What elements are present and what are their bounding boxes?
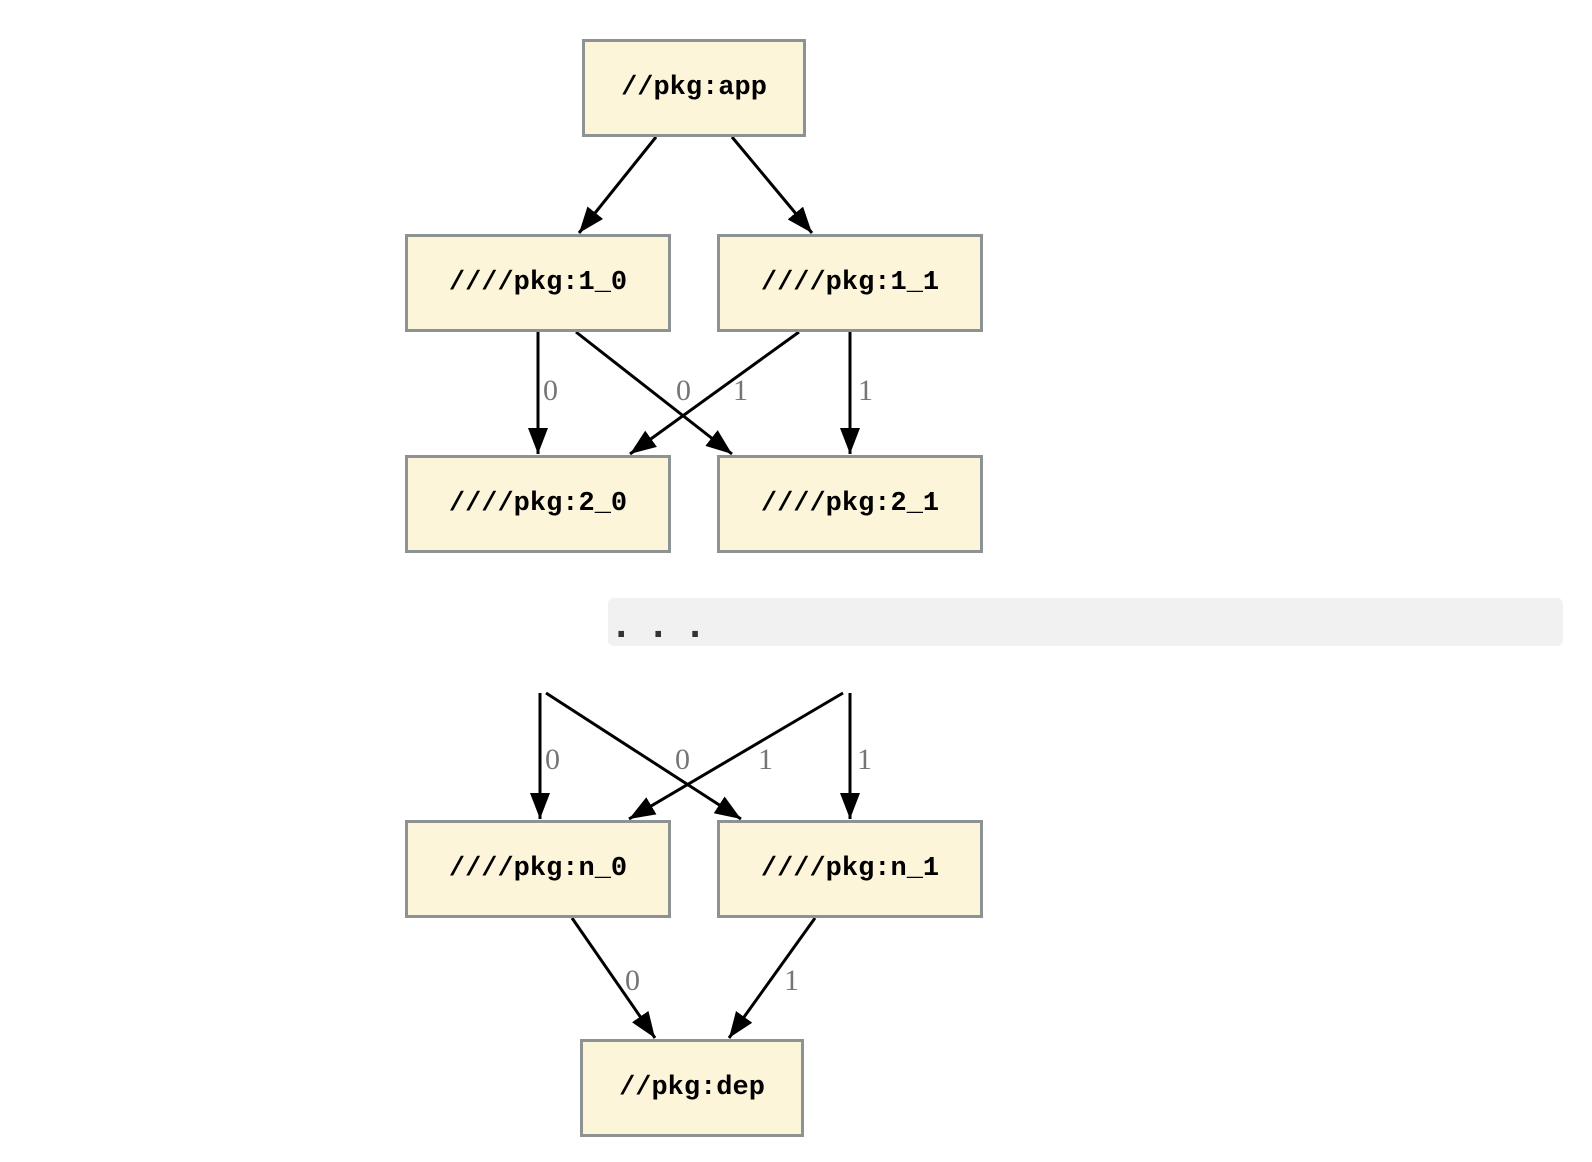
edge-label: 1 <box>784 964 799 997</box>
node-pkg-n_1: ////pkg:n_1 <box>717 820 983 918</box>
edge-n_0-to-dep <box>570 917 657 1039</box>
edge-label: 0 <box>625 964 640 997</box>
node-pkg-1_1-label: ////pkg:1_1 <box>760 268 940 298</box>
edge-label: 1 <box>733 374 748 407</box>
node-pkg-dep-label: //pkg:dep <box>619 1073 765 1103</box>
edge-app-to-1_1 <box>730 136 814 234</box>
node-pkg-1_0: ////pkg:1_0 <box>405 234 671 332</box>
edge-app-to-1_0 <box>577 136 658 234</box>
node-pkg-dep: //pkg:dep <box>580 1039 804 1137</box>
edge-1_0-to-2_1 <box>575 330 733 456</box>
node-pkg-2_0-label: ////pkg:2_0 <box>448 489 628 519</box>
edge-label: 1 <box>858 374 873 407</box>
ellipsis-bar <box>608 598 1563 646</box>
node-pkg-1_1: ////pkg:1_1 <box>717 234 983 332</box>
node-pkg-n_0-label: ////pkg:n_0 <box>448 854 628 884</box>
node-pkg-app: //pkg:app <box>582 39 806 137</box>
edge-label: 1 <box>758 743 773 776</box>
edge-hidden-left-to-n_1 <box>545 691 742 821</box>
edge-label: 1 <box>857 743 872 776</box>
edge-hidden-right-to-n_0 <box>628 691 844 821</box>
node-pkg-2_0: ////pkg:2_0 <box>405 455 671 553</box>
node-pkg-2_1: ////pkg:2_1 <box>717 455 983 553</box>
edge-1_1-to-2_0 <box>629 330 800 456</box>
node-pkg-app-label: //pkg:app <box>621 73 767 103</box>
edge-n_1-to-dep <box>727 917 817 1039</box>
edge-label: 0 <box>543 374 558 407</box>
node-pkg-1_0-label: ////pkg:1_0 <box>448 268 628 298</box>
node-pkg-n_0: ////pkg:n_0 <box>405 820 671 918</box>
ellipsis-dots: . . . <box>611 606 706 646</box>
edge-label: 0 <box>675 743 690 776</box>
edge-label: 0 <box>676 374 691 407</box>
edge-label: 0 <box>545 743 560 776</box>
node-pkg-2_1-label: ////pkg:2_1 <box>760 489 940 519</box>
node-pkg-n_1-label: ////pkg:n_1 <box>760 854 940 884</box>
